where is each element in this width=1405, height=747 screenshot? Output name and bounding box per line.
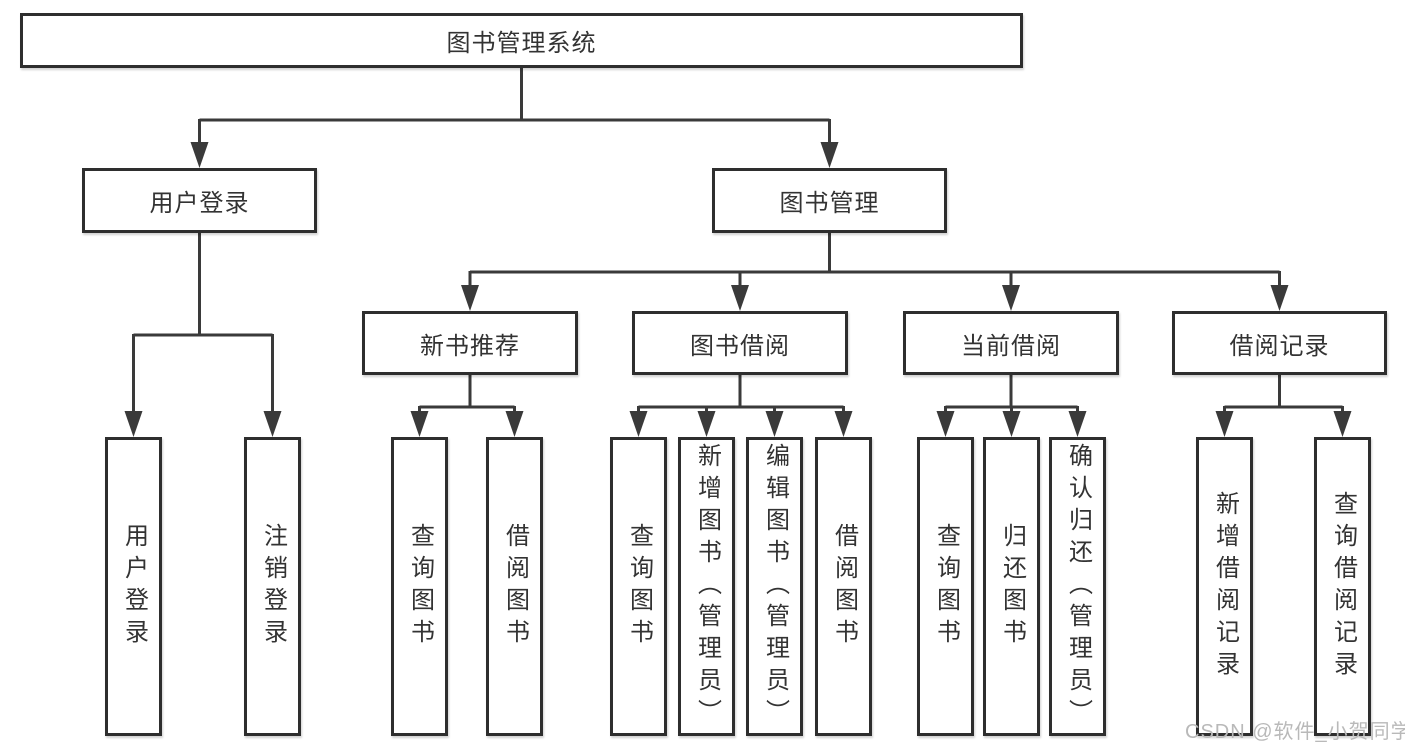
leaf-add-books-admin: 新增图书（管理员） [678,437,735,736]
leaf-user-login: 用户登录 [105,437,162,736]
node-current-borrowing: 当前借阅 [903,311,1119,375]
arrowhead [1002,411,1021,437]
connector-current-to-leaves [944,375,1079,415]
arrowhead [505,411,524,437]
arrowhead [629,411,648,437]
node-book-borrowing: 图书借阅 [632,311,848,375]
leaf-query-borrow-record: 查询借阅记录 [1314,437,1371,736]
connector-records-to-leaves [1223,375,1344,415]
arrowhead [124,411,143,437]
leaf-logout: 注销登录 [244,437,301,736]
leaf-borrow-books-recommend: 借阅图书 [486,437,543,736]
arrowhead [765,411,784,437]
leaf-borrow-books: 借阅图书 [815,437,872,736]
leaf-return-books: 归还图书 [983,437,1040,736]
arrowhead [1068,411,1087,437]
node-book-management: 图书管理 [712,168,947,233]
arrowhead [1215,411,1234,437]
connector-root-to-level2 [198,68,831,148]
arrowhead [1333,411,1352,437]
arrowhead [263,411,282,437]
arrowhead [936,411,955,437]
leaf-query-books-recommend: 查询图书 [391,437,448,736]
arrowhead [697,411,716,437]
arrowhead [731,285,749,311]
arrowhead [410,411,429,437]
arrowhead [461,285,479,311]
arrowhead [820,142,839,168]
node-user-login: 用户登录 [82,168,317,233]
arrowhead [1270,285,1289,311]
node-new-book-recommend: 新书推荐 [362,311,578,375]
arrowheads [124,142,1352,437]
leaf-add-borrow-record: 新增借阅记录 [1196,437,1253,736]
connector-borrow-to-leaves [637,375,845,415]
connector-login-to-leaves [132,233,274,415]
leaf-confirm-return-admin: 确认归还（管理员） [1049,437,1106,736]
connector-paths [132,68,1344,415]
leaf-query-books-borrowing: 查询图书 [610,437,667,736]
leaf-query-books-current: 查询图书 [917,437,974,736]
node-borrowing-records: 借阅记录 [1172,311,1387,375]
node-library-management-system: 图书管理系统 [20,13,1023,68]
connector-newrec-to-leaves [418,375,516,415]
connector-mgmt-to-level3 [468,233,1281,290]
leaf-edit-books-admin: 编辑图书（管理员） [746,437,803,736]
arrowhead [1002,285,1020,311]
csdn-watermark: CSDN @软件_小贺同学 [1185,721,1405,743]
arrowhead [834,411,853,437]
arrowhead [190,142,209,168]
